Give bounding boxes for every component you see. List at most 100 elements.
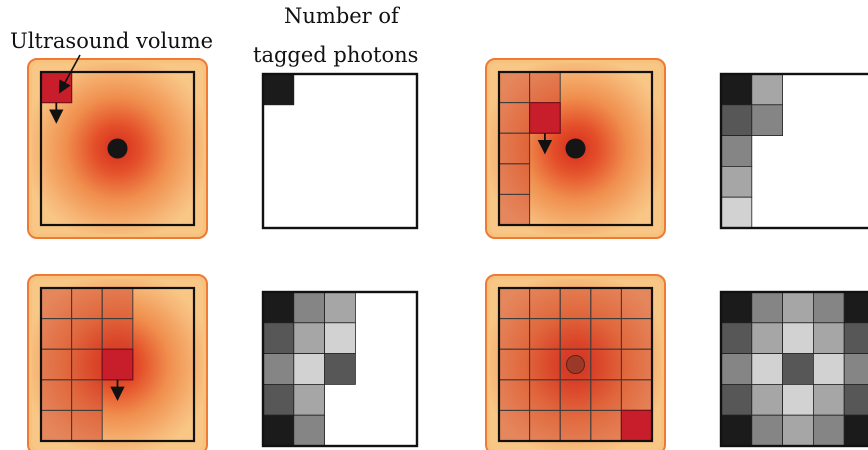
photon-count-cell xyxy=(751,322,783,354)
photon-count-cell xyxy=(782,322,814,354)
photon-count-cell xyxy=(293,414,325,447)
photon-count-cell xyxy=(782,414,814,447)
photon-count-cell xyxy=(751,291,783,324)
scanned-cell xyxy=(40,409,73,442)
scanned-cell xyxy=(498,71,531,104)
photon-count-cell xyxy=(813,353,845,385)
absorber-dot xyxy=(565,138,586,159)
photon-count-cell xyxy=(720,165,753,198)
photon-count-cell xyxy=(293,322,325,354)
scanned-cell xyxy=(498,379,531,411)
photon-count-cell xyxy=(843,291,868,324)
scanned-cell xyxy=(498,102,531,134)
scanned-cell xyxy=(40,287,73,320)
scanned-cell xyxy=(559,409,592,442)
photon-map-frame xyxy=(719,72,868,230)
photon-count-cell xyxy=(813,383,845,416)
tissue-frame xyxy=(39,70,196,227)
scanned-cell xyxy=(498,318,531,350)
photon-count-cell xyxy=(293,383,325,416)
photon-count-cell xyxy=(751,414,783,447)
photon-count-cell xyxy=(843,414,868,447)
photon-count-cell xyxy=(782,353,814,385)
photon-count-cell xyxy=(262,353,295,385)
photon-count-cell xyxy=(751,104,783,137)
photon-count-cell xyxy=(293,291,325,324)
photon-count-cell xyxy=(843,353,868,385)
photon-count-cell xyxy=(720,196,753,229)
scanned-cell xyxy=(40,318,73,350)
photon-map-frame xyxy=(261,72,419,230)
scanned-cell xyxy=(101,287,134,320)
scanned-cell xyxy=(71,379,103,411)
scanned-cell xyxy=(529,287,561,320)
absorber-dot xyxy=(107,138,128,159)
scanned-cell xyxy=(529,71,561,104)
scanned-cell xyxy=(590,318,622,350)
photon-count-cell xyxy=(843,383,868,416)
scanned-cell xyxy=(71,287,103,320)
scanned-cell xyxy=(559,318,592,350)
ultrasound-volume-pointer xyxy=(58,54,81,94)
photon-count-cell xyxy=(720,73,753,106)
tissue-panel-step3 xyxy=(27,274,208,450)
photon-count-cell xyxy=(751,383,783,416)
scanned-cell xyxy=(559,379,592,411)
scanned-cell xyxy=(559,287,592,320)
scanned-cell xyxy=(590,409,622,442)
photon-count-cell xyxy=(262,414,295,447)
photon-count-cell xyxy=(324,291,356,324)
scanned-cell xyxy=(529,409,561,442)
tissue-frame xyxy=(497,70,654,227)
photon-count-cell xyxy=(720,353,753,385)
photon-count-cell xyxy=(843,322,868,354)
scanned-cell xyxy=(40,379,73,411)
scanned-cell xyxy=(498,287,531,320)
scanned-cell xyxy=(529,318,561,350)
tissue-frame xyxy=(39,286,196,443)
photon-count-label-line2: tagged photons xyxy=(253,43,419,67)
scanned-cell xyxy=(498,409,531,442)
photon-count-cell xyxy=(324,322,356,354)
scanned-cell xyxy=(529,379,561,411)
photon-count-cell xyxy=(324,353,356,385)
scanned-cell xyxy=(590,287,622,320)
photon-count-cell xyxy=(720,291,753,324)
ultrasound-volume xyxy=(101,348,134,381)
photon-map-step3 xyxy=(261,290,419,448)
photon-map-frame xyxy=(719,290,868,448)
photon-count-cell xyxy=(262,73,295,106)
ultrasound-volume xyxy=(528,101,561,134)
photon-count-cell xyxy=(813,291,845,324)
tissue-frame xyxy=(497,286,654,443)
scanned-cell xyxy=(620,287,653,320)
scanned-cell xyxy=(529,348,561,381)
scanned-cell xyxy=(498,193,531,226)
scanned-cell xyxy=(620,379,653,411)
photon-count-cell xyxy=(782,383,814,416)
photon-count-cell xyxy=(262,322,295,354)
scanned-cell xyxy=(620,348,653,381)
photon-map-step4 xyxy=(719,290,868,448)
scanned-cell xyxy=(498,348,531,381)
photon-count-cell xyxy=(720,135,753,167)
tissue-panel-step4 xyxy=(485,274,666,450)
photon-count-cell xyxy=(813,322,845,354)
photon-count-cell xyxy=(751,73,783,106)
photon-map-step2 xyxy=(719,72,868,230)
photon-map-frame xyxy=(261,290,419,448)
photon-count-cell xyxy=(720,383,753,416)
photon-count-label-line1: Number of xyxy=(284,4,399,28)
photon-count-cell xyxy=(720,322,753,354)
ultrasound-volume xyxy=(620,409,653,442)
photon-count-cell xyxy=(751,353,783,385)
photon-count-cell xyxy=(782,291,814,324)
scanned-cell xyxy=(590,348,622,381)
photon-count-cell xyxy=(813,414,845,447)
scanned-cell xyxy=(71,348,103,381)
photon-count-cell xyxy=(293,353,325,385)
photon-count-cell xyxy=(720,104,753,137)
photon-map-step1 xyxy=(261,72,419,230)
scanned-cell xyxy=(590,379,622,411)
